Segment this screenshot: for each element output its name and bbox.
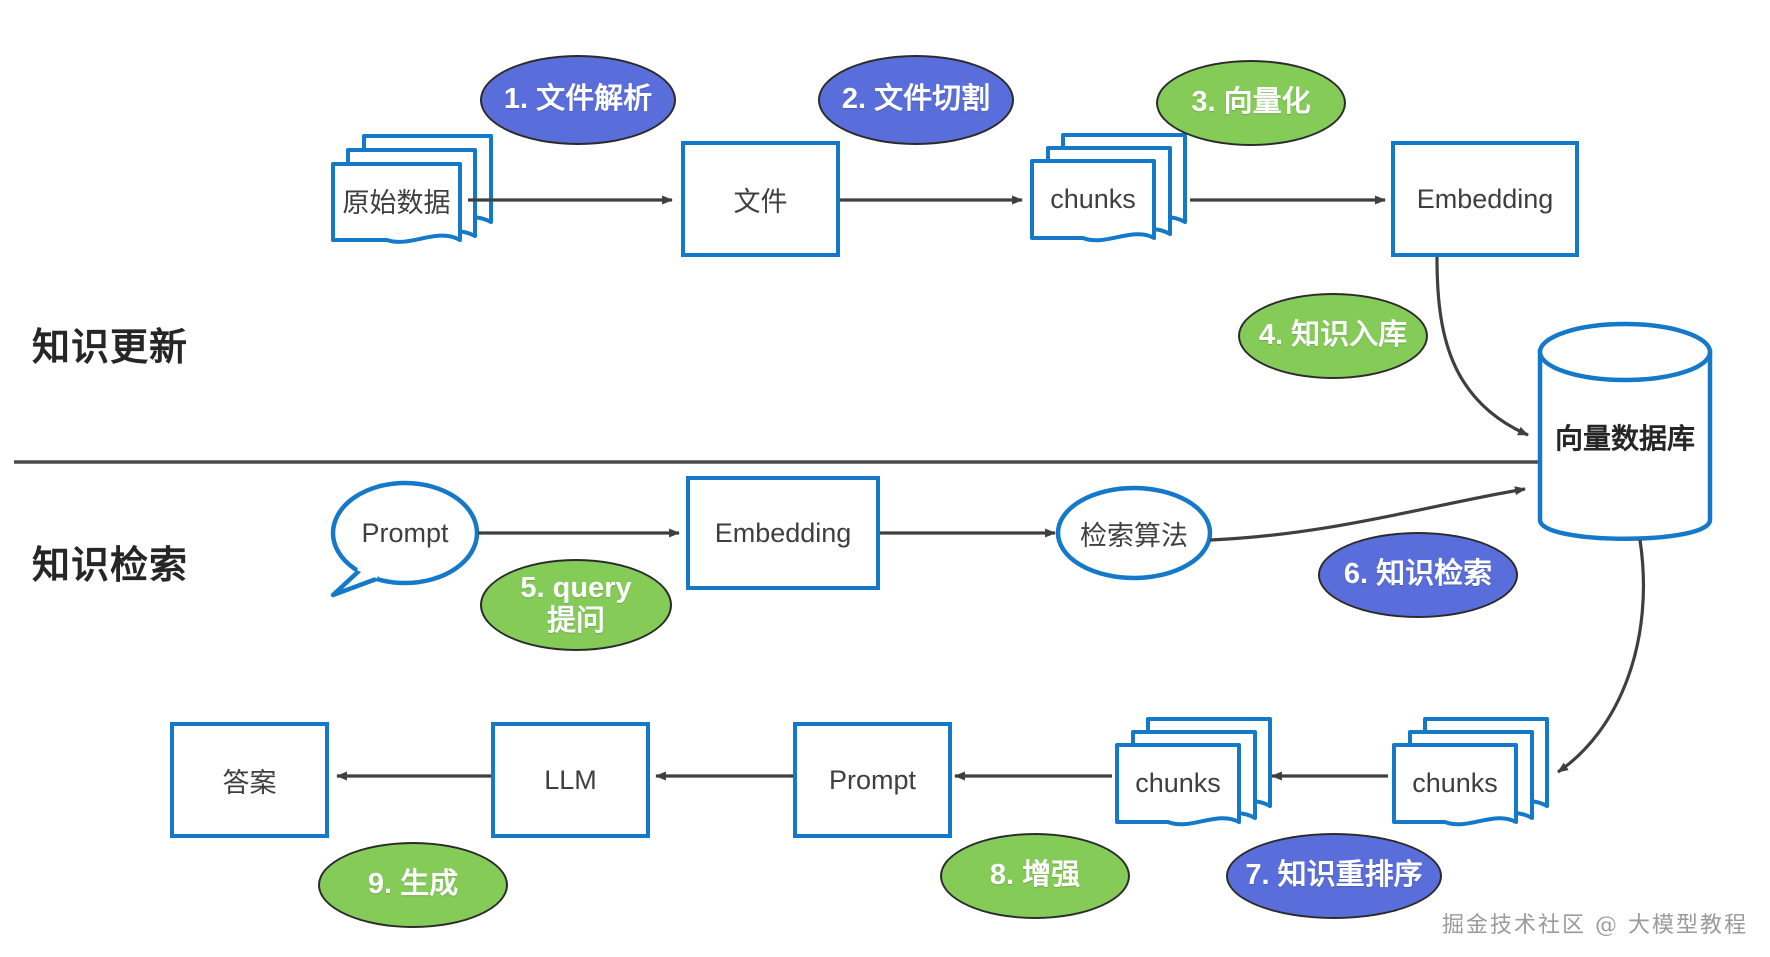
- section-title-knowledge-update: 知识更新: [32, 327, 189, 369]
- node-prompt-box[interactable]: [793, 722, 952, 838]
- section-title-knowledge-retrieval: 知识检索: [32, 545, 189, 587]
- badge-step-3[interactable]: 3. 向量化: [1156, 60, 1346, 146]
- node-raw-data[interactable]: [331, 134, 493, 244]
- arrow-retrieval-to-vectordb: [1209, 486, 1526, 542]
- node-embedding-2[interactable]: [686, 476, 880, 590]
- arrow-vectordb-to-chunks3: [1557, 539, 1645, 774]
- node-embedding-1[interactable]: [1391, 141, 1579, 257]
- badge-step-7[interactable]: 7. 知识重排序: [1226, 833, 1442, 919]
- node-chunks-3[interactable]: [1392, 717, 1549, 827]
- node-llm[interactable]: [491, 722, 650, 838]
- node-file[interactable]: [681, 141, 840, 257]
- node-answer[interactable]: [170, 722, 329, 838]
- node-chunks-1[interactable]: [1030, 133, 1187, 243]
- badge-step-4[interactable]: 4. 知识入库: [1238, 293, 1428, 379]
- node-retrieval-algo[interactable]: [1055, 485, 1213, 581]
- badge-step-2[interactable]: 2. 文件切割: [818, 55, 1014, 145]
- badge-step-1[interactable]: 1. 文件解析: [480, 55, 676, 145]
- arrow-embedding1-to-vectordb: [1435, 256, 1529, 437]
- watermark: 掘金技术社区 @ 大模型教程: [1442, 913, 1748, 938]
- badge-step-9[interactable]: 9. 生成: [318, 842, 508, 928]
- node-chunks-2[interactable]: [1115, 717, 1272, 827]
- badge-step-8[interactable]: 8. 增强: [940, 833, 1130, 919]
- node-prompt-bubble[interactable]: [330, 480, 480, 598]
- node-vector-db[interactable]: [1537, 321, 1713, 541]
- badge-step-5[interactable]: 5. query提问: [480, 559, 672, 651]
- badge-step-6[interactable]: 6. 知识检索: [1318, 532, 1518, 618]
